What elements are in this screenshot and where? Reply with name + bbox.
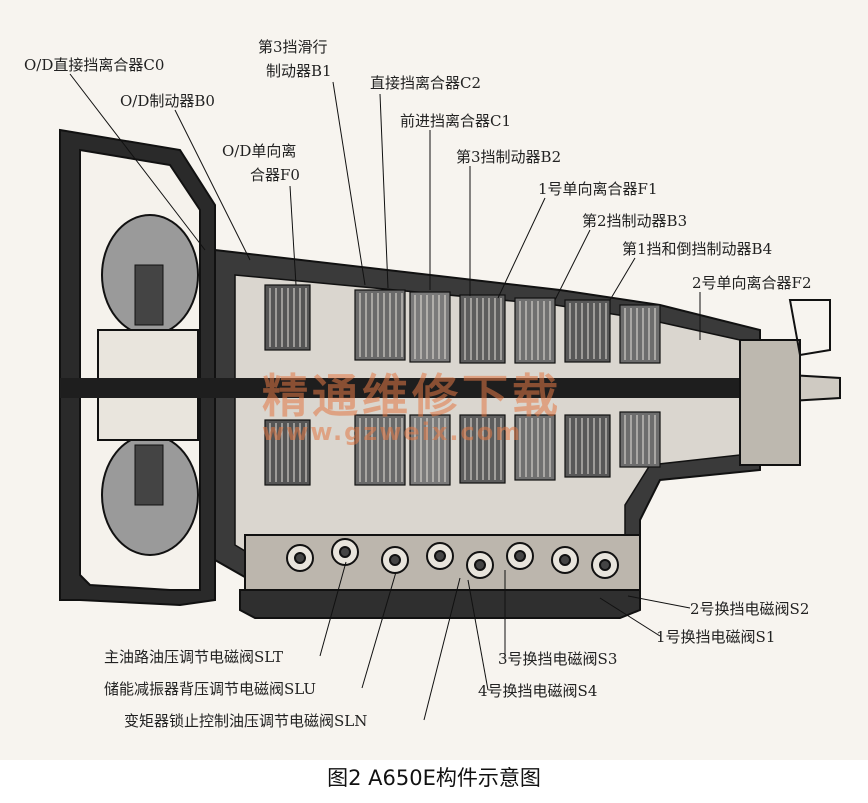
solenoid-core: [474, 559, 486, 571]
leader-line: [554, 229, 591, 301]
leader-line: [174, 109, 251, 261]
leader-line: [423, 577, 461, 721]
label-b4: 第1挡和倒挡制动器B4: [622, 240, 773, 258]
solenoid-core: [294, 552, 306, 564]
label-b3: 第2挡制动器B3: [582, 212, 688, 230]
label-s4: 4号换挡电磁阀S4: [478, 682, 598, 700]
label-f0-line2: 合器F0: [250, 166, 300, 184]
stator-upper: [134, 264, 164, 326]
label-slu: 储能减振器背压调节电磁阀SLU: [104, 680, 317, 698]
label-slt: 主油路油压调节电磁阀SLT: [104, 648, 284, 666]
leader-line: [627, 595, 691, 609]
leader-line: [319, 561, 347, 657]
label-s3: 3号换挡电磁阀S3: [498, 650, 618, 668]
label-b2: 第3挡制动器B2: [456, 148, 562, 166]
clutch-packs-upper: [264, 284, 661, 364]
leader-line: [69, 73, 206, 251]
watermark-chinese: 精通维修下载: [262, 369, 562, 423]
label-c0: O/D直接挡离合器C0: [24, 56, 165, 74]
figure-caption: 图2 A650E构件示意图: [327, 766, 541, 790]
watermark-url: www.gzweix.com: [262, 418, 523, 446]
label-f1: 1号单向离合器F1: [538, 180, 658, 198]
label-f0-line1: O/D单向离: [222, 142, 297, 160]
transmission-cutaway-drawing: [59, 73, 841, 721]
oil-pan: [239, 589, 641, 619]
label-sln: 变矩器锁止控制油压调节电磁阀SLN: [124, 712, 368, 730]
leader-line: [497, 197, 546, 299]
solenoid-core: [389, 554, 401, 566]
solenoid-core: [434, 550, 446, 562]
label-c1: 前进挡离合器C1: [400, 112, 512, 130]
solenoid-core: [339, 546, 351, 558]
stator-lower: [134, 444, 164, 506]
label-f2: 2号单向离合器F2: [692, 274, 812, 292]
label-c2: 直接挡离合器C2: [370, 74, 482, 92]
leader-line: [599, 597, 661, 637]
leader-lines: [69, 73, 701, 721]
diagram-stage: O/D直接挡离合器C0 O/D制动器B0 O/D单向离 合器F0 第3挡滑行 制…: [0, 0, 868, 760]
leader-line: [361, 571, 397, 689]
label-b1-line1: 第3挡滑行: [258, 38, 328, 56]
input-shaft: [60, 378, 760, 398]
label-s2: 2号换挡电磁阀S2: [690, 600, 810, 618]
leader-line: [289, 185, 297, 286]
output-housing: [739, 339, 801, 466]
solenoid-core: [559, 554, 571, 566]
leader-line: [332, 81, 366, 286]
label-s1: 1号换挡电磁阀S1: [656, 628, 776, 646]
solenoid-core: [599, 559, 611, 571]
solenoid-core: [514, 550, 526, 562]
friction-plates: [269, 288, 656, 482]
solenoid-valves: [286, 538, 619, 579]
mount-bracket: [788, 299, 831, 357]
label-b1-line2: 制动器B1: [266, 62, 332, 80]
leader-line: [609, 257, 636, 301]
leader-line: [467, 579, 489, 691]
label-b0: O/D制动器B0: [120, 92, 215, 110]
leader-line: [379, 93, 389, 289]
